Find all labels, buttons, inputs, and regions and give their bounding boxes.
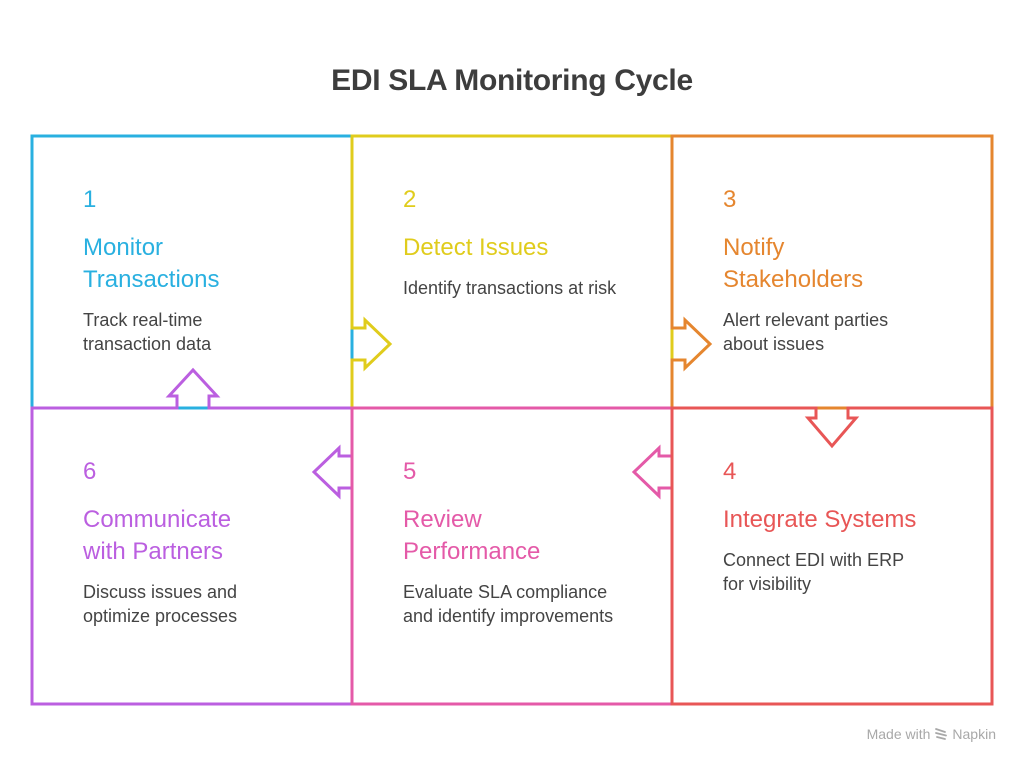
footer-brand: Napkin (952, 726, 996, 742)
step-number: 2 (403, 186, 417, 213)
napkin-logo-icon (935, 728, 948, 740)
step-integrate-systems: 4 Integrate Systems Connect EDI with ERP… (723, 458, 973, 596)
step-number: 4 (723, 458, 737, 485)
cell-outline-4 (670, 406, 994, 706)
heading-line: Transactions (83, 266, 220, 293)
step-communicate-with-partners: 6 Communicate with Partners Discuss issue… (83, 458, 333, 628)
step-number: 6 (83, 458, 97, 485)
step-description: Identify transactions at risk (403, 278, 617, 298)
step-description: Track real-time transaction data (83, 310, 212, 354)
step-number: 5 (403, 458, 417, 485)
step-heading: Detect Issues (403, 232, 653, 264)
step-number: 1 (83, 186, 97, 213)
heading-line: Communicate (83, 506, 232, 533)
napkin-watermark[interactable]: Made with Napkin (867, 726, 996, 742)
step-description: Discuss issues and optimize processes (83, 582, 238, 626)
cell-outline-3 (670, 134, 994, 410)
heading-line: with Partners (83, 538, 224, 565)
heading-line: Stakeholders (723, 266, 864, 293)
step-description: Alert relevant parties about issues (723, 310, 889, 354)
step-description: Evaluate SLA compliance and identify imp… (403, 582, 614, 626)
heading-line: Monitor (83, 234, 164, 261)
step-description: Connect EDI with ERP for visibility (723, 550, 904, 594)
heading-line: Notify (723, 234, 785, 261)
step-heading: Communicate with Partners (83, 504, 333, 568)
step-heading: Integrate Systems (723, 504, 973, 536)
footer-text: Made with (866, 726, 931, 742)
diagram-title: EDI SLA Monitoring Cycle (331, 64, 693, 97)
heading-line: Detect Issues (403, 234, 549, 261)
step-detect-issues: 2 Detect Issues Identify transactions at… (403, 186, 653, 300)
heading-line: Integrate Systems (723, 506, 917, 533)
step-number: 3 (723, 186, 737, 213)
heading-line: Performance (403, 538, 541, 565)
heading-line: Review (403, 506, 482, 533)
